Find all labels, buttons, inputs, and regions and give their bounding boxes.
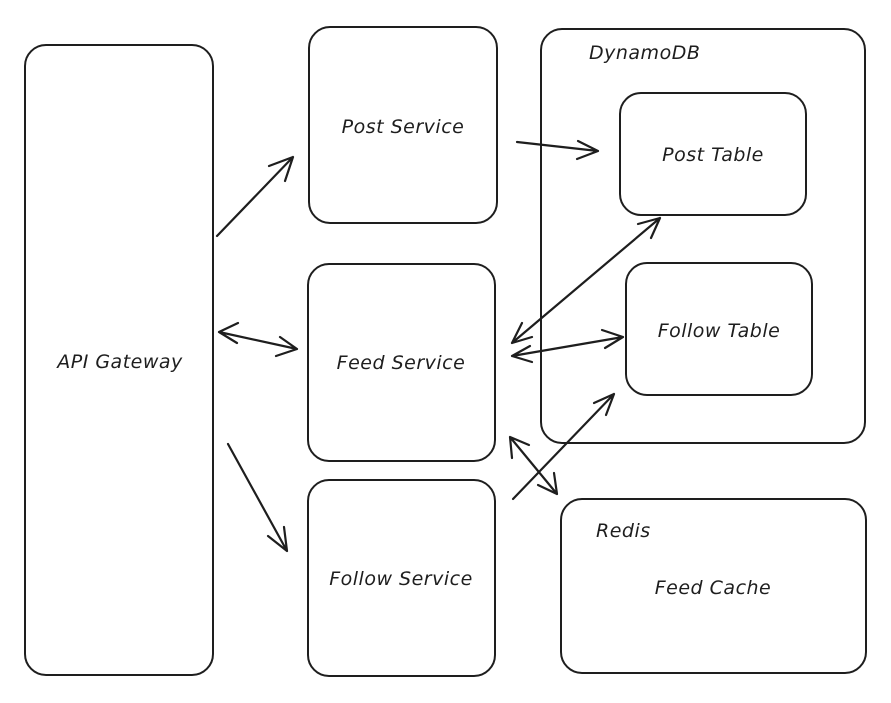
arrow-api-feed-service: [217, 321, 299, 358]
feed-cache-label: Feed Cache: [654, 577, 772, 599]
follow-table-label: Follow Table: [657, 320, 781, 342]
post-service-node: [308, 26, 498, 224]
redis-group: [560, 498, 867, 674]
post-service-label: Post Service: [341, 116, 465, 138]
redis-label: Redis: [596, 520, 651, 542]
arrow-feed-service-feed-cache: [508, 435, 559, 496]
follow-service-node: [307, 479, 496, 677]
arrow-api-to-post-service: [215, 155, 295, 238]
post-table-node: [619, 92, 807, 216]
api-gateway-label: API Gateway: [57, 351, 183, 373]
feed-service-node: [307, 263, 496, 462]
arrow-api-to-follow-service: [226, 442, 289, 553]
dynamodb-label: DynamoDB: [589, 42, 701, 64]
post-table-label: Post Table: [662, 144, 764, 166]
feed-service-label: Feed Service: [336, 352, 466, 374]
api-gateway-node: [24, 44, 214, 676]
follow-service-label: Follow Service: [329, 568, 473, 590]
